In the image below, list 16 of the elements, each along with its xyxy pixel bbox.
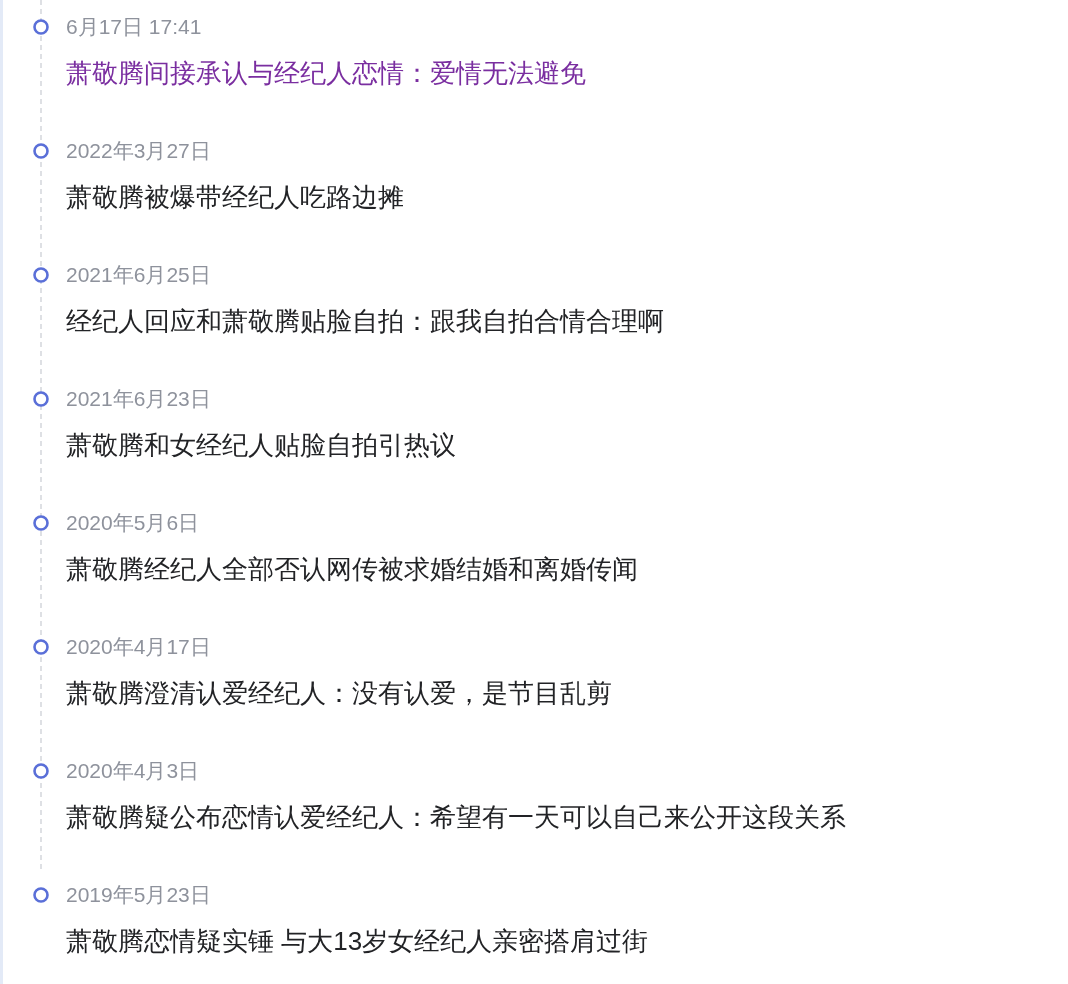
headline-link: 萧敬腾间接承认与经纪人恋情：爱情无法避免 (66, 57, 586, 89)
date-label: 2020年4月17日 (66, 634, 211, 660)
date-label: 2020年4月3日 (66, 758, 200, 784)
headline-text: 萧敬腾和女经纪人贴脸自拍引热议 (66, 429, 456, 461)
headline-text: 萧敬腾澄清认爱经纪人：没有认爱，是节目乱剪 (66, 677, 612, 709)
headline-text: 萧敬腾被爆带经纪人吃路边摊 (66, 181, 404, 213)
date-label: 2021年6月23日 (66, 386, 211, 412)
date-label: 2021年6月25日 (66, 262, 211, 288)
date-label: 2022年3月27日 (66, 138, 211, 164)
date-label: 6月17日 17:41 (66, 14, 202, 40)
headline-text: 经纪人回应和萧敬腾贴脸自拍：跟我自拍合情合理啊 (66, 305, 664, 337)
date-label: 2019年5月23日 (66, 882, 211, 908)
headline-text: 萧敬腾经纪人全部否认网传被求婚结婚和离婚传闻 (66, 553, 638, 585)
headline-text: 萧敬腾恋情疑实锤 与大13岁女经纪人亲密搭肩过街 (66, 925, 649, 957)
headline-text: 萧敬腾疑公布恋情认爱经纪人：希望有一天可以自己来公开这段关系 (66, 801, 846, 833)
date-label: 2020年5月6日 (66, 510, 200, 536)
